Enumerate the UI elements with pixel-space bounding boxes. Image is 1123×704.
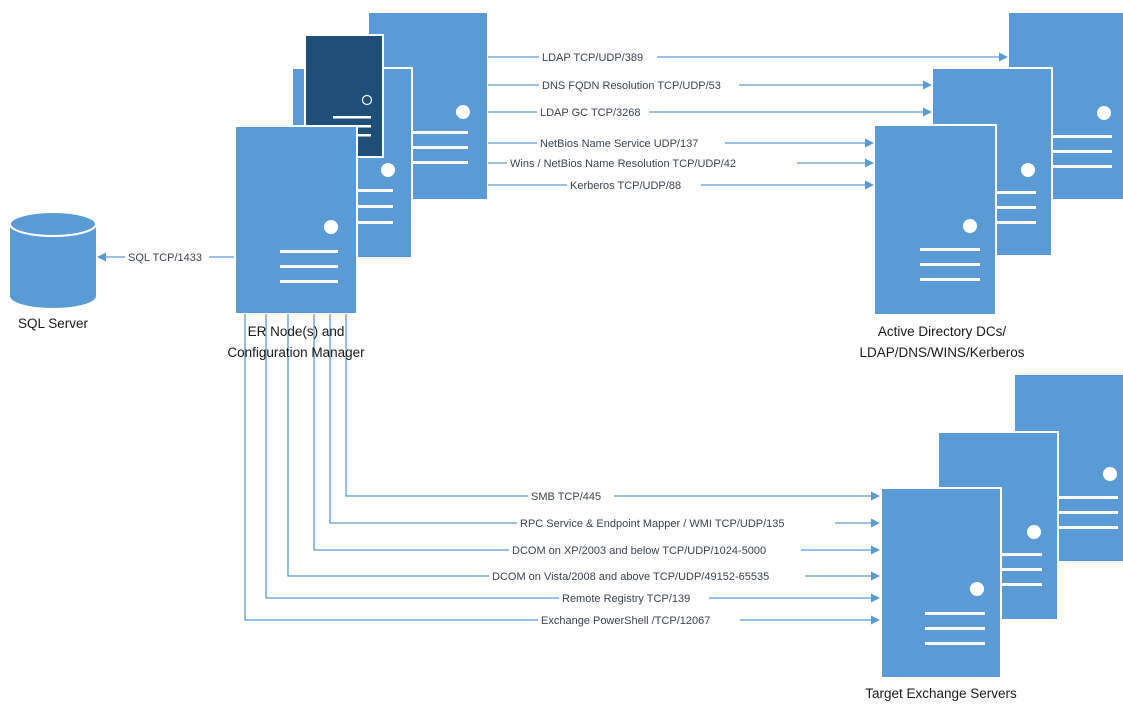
wins-netbios-label: Wins / NetBios Name Resolution TCP/UDP/4… [510,158,736,170]
ldap-gc-connection-label: LDAP GC TCP/3268 [540,107,640,119]
exchange-servers-stack [880,373,1123,679]
active-directory-label-line2: LDAP/DNS/WINS/Kerberos [859,345,1024,360]
active-directory-label-line1: Active Directory DCs/ [878,324,1007,339]
rpc-wmi-connection-label: RPC Service & Endpoint Mapper / WMI TCP/… [520,518,785,530]
netbios-name-service-label: NetBios Name Service UDP/137 [540,138,698,150]
dns-connection-label: DNS FQDN Resolution TCP/UDP/53 [542,80,721,92]
sql-connection-label: SQL TCP/1433 [128,252,202,264]
er-nodes-label-line2: Configuration Manager [227,345,365,360]
sql-connection: SQL TCP/1433 [97,250,234,264]
exchange-connections: SMB TCP/445 RPC Service & Endpoint Mappe… [244,314,880,627]
exchange-server-front [880,487,1002,679]
ad-servers-stack [873,11,1123,316]
er-nodes-stack [234,11,489,315]
smb-connection-label: SMB TCP/445 [531,491,601,503]
ad-server-front [873,124,997,316]
ldap-connection-label: LDAP TCP/UDP/389 [542,52,643,64]
kerberos-connection-label: Kerberos TCP/UDP/88 [570,180,681,192]
exchange-powershell-connection-label: Exchange PowerShell /TCP/12067 [541,615,710,627]
remote-registry-connection-label: Remote Registry TCP/139 [562,593,690,605]
sql-server-label: SQL Server [18,316,89,331]
directory-connections: LDAP TCP/UDP/389 DNS FQDN Resolution TCP… [488,50,1008,192]
er-server-front [234,125,358,315]
exchange-servers-label: Target Exchange Servers [865,686,1017,701]
er-nodes-label-line1: ER Node(s) and [248,324,345,339]
dcom-vista-connection-label: DCOM on Vista/2008 and above TCP/UDP/491… [492,571,769,583]
sql-server-database [9,211,97,308]
dcom-xp-connection-label: DCOM on XP/2003 and below TCP/UDP/1024-5… [512,545,766,557]
